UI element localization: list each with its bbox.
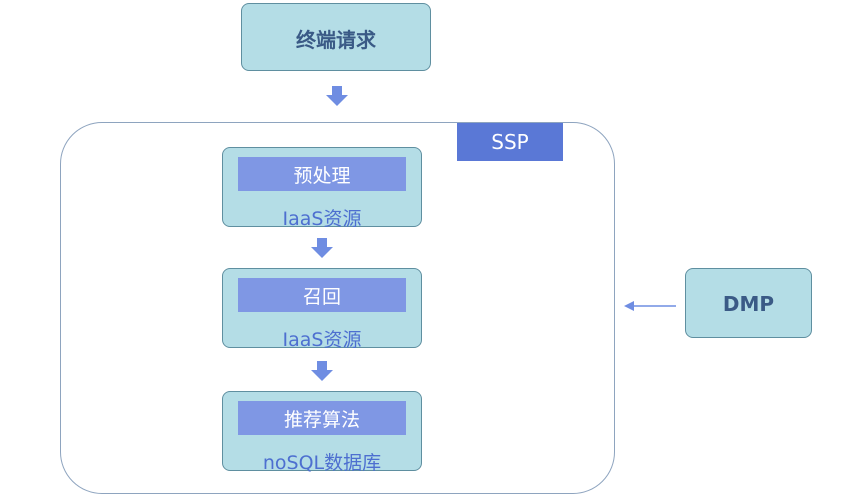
ssp-label: SSP [457,123,563,161]
stage-recall: 召回 IaaS资源 [222,268,422,351]
dmp-label: DMP [722,292,775,316]
arrow-left-icon [624,301,676,311]
stage-preprocess: 预处理 IaaS资源 [222,147,422,230]
arrow-down-icon [311,361,333,381]
stage-recall-title: 召回 [238,278,406,312]
arrow-down-icon [311,238,333,258]
stage-recommend: 推荐算法 noSQL数据库 [222,391,422,474]
stage-preprocess-resource: IaaS资源 [282,208,362,230]
stage-preprocess-title: 预处理 [238,157,406,191]
stage-recommend-title: 推荐算法 [238,401,406,435]
stage-recommend-resource: noSQL数据库 [262,452,382,474]
arrow-down-icon [326,86,348,106]
terminal-request-label: 终端请求 [296,28,376,52]
stage-recall-resource: IaaS资源 [282,329,362,351]
terminal-request-box: 终端请求 [241,3,431,71]
dmp-box: DMP [685,268,812,338]
